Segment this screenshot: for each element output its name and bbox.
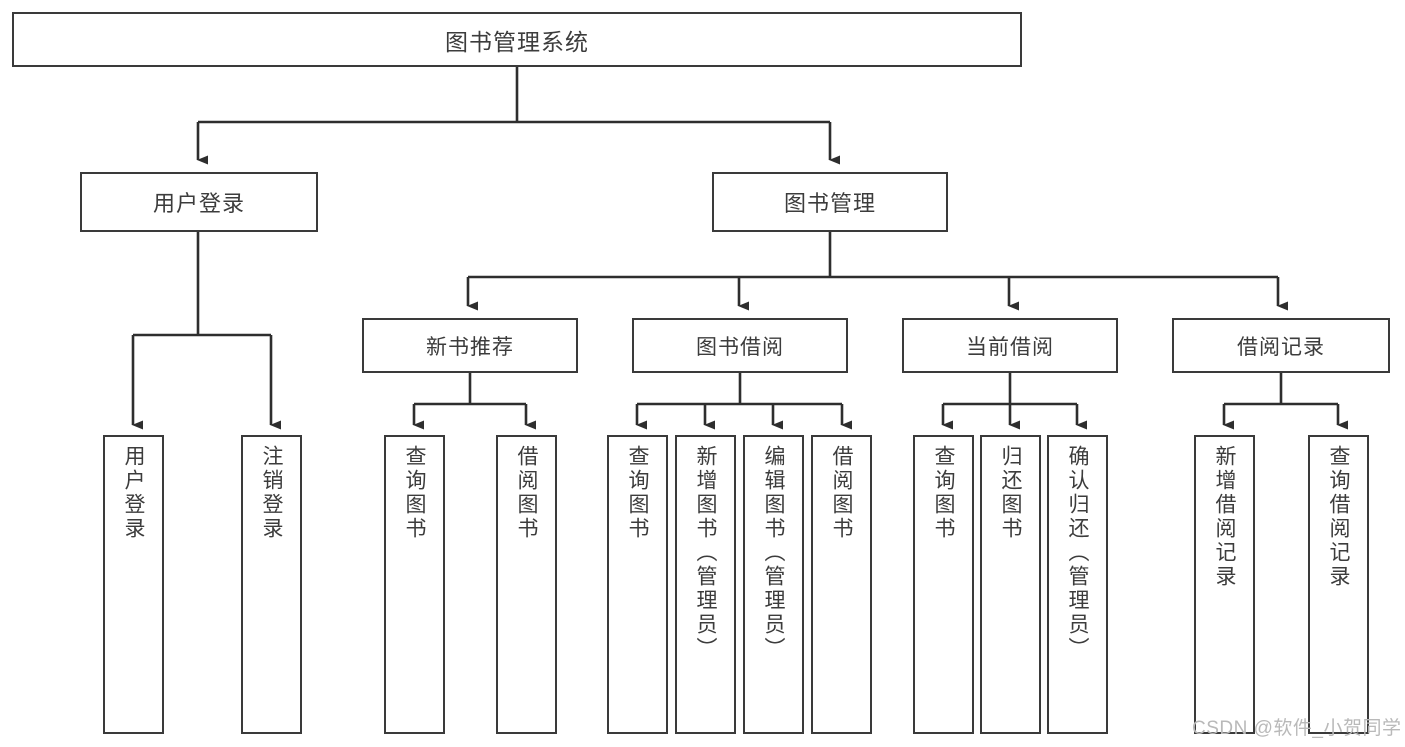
node-book-management[interactable]: 图书管理: [712, 172, 948, 232]
node-current-borrow[interactable]: 当前借阅: [902, 318, 1118, 373]
leaf-current-query-book-label: 查询图书: [932, 445, 955, 541]
leaf-borrow-edit-book-label: 编辑图书（管理员）: [762, 445, 785, 661]
leaf-current-query-book[interactable]: 查询图书: [913, 435, 974, 734]
leaf-current-return-book[interactable]: 归还图书: [980, 435, 1041, 734]
leaf-user-login-logout-label: 注销登录: [260, 445, 283, 541]
node-user-login-label: 用户登录: [152, 191, 245, 216]
leaf-user-login-login-label: 用户登录: [122, 445, 145, 541]
leaf-record-query-record[interactable]: 查询借阅记录: [1308, 435, 1369, 734]
node-user-login[interactable]: 用户登录: [80, 172, 318, 232]
leaf-borrow-borrow-book-label: 借阅图书: [830, 445, 853, 541]
leaf-borrow-borrow-book[interactable]: 借阅图书: [811, 435, 872, 734]
leaf-current-return-book-label: 归还图书: [999, 445, 1022, 541]
leaf-borrow-add-book-label: 新增图书（管理员）: [694, 445, 717, 661]
node-book-borrow-label: 图书借阅: [696, 335, 784, 359]
csdn-watermark: CSDN @软件_小贺同学: [1192, 718, 1402, 739]
node-book-management-label: 图书管理: [783, 191, 876, 216]
leaf-user-login-logout[interactable]: 注销登录: [241, 435, 302, 734]
leaf-current-confirm-return[interactable]: 确认归还（管理员）: [1047, 435, 1108, 734]
node-new-book-recommend-label: 新书推荐: [426, 335, 514, 359]
leaf-user-login-login[interactable]: 用户登录: [103, 435, 164, 734]
node-current-borrow-label: 当前借阅: [966, 335, 1054, 359]
leaf-current-confirm-return-label: 确认归还（管理员）: [1066, 445, 1089, 661]
leaf-recommend-borrow-book-label: 借阅图书: [515, 445, 538, 541]
leaf-record-add-record-label: 新增借阅记录: [1213, 445, 1236, 589]
leaf-recommend-query-book-label: 查询图书: [403, 445, 426, 541]
node-root-label: 图书管理系统: [445, 28, 589, 55]
node-new-book-recommend[interactable]: 新书推荐: [362, 318, 578, 373]
node-borrow-record-label: 借阅记录: [1237, 335, 1325, 359]
leaf-borrow-add-book[interactable]: 新增图书（管理员）: [675, 435, 736, 734]
leaf-recommend-borrow-book[interactable]: 借阅图书: [496, 435, 557, 734]
leaf-recommend-query-book[interactable]: 查询图书: [384, 435, 445, 734]
node-root[interactable]: 图书管理系统: [12, 12, 1022, 67]
node-book-borrow[interactable]: 图书借阅: [632, 318, 848, 373]
leaf-record-query-record-label: 查询借阅记录: [1327, 445, 1350, 589]
leaf-record-add-record[interactable]: 新增借阅记录: [1194, 435, 1255, 734]
leaf-borrow-query-book[interactable]: 查询图书: [607, 435, 668, 734]
node-borrow-record[interactable]: 借阅记录: [1172, 318, 1390, 373]
leaf-borrow-query-book-label: 查询图书: [626, 445, 649, 541]
leaf-borrow-edit-book[interactable]: 编辑图书（管理员）: [743, 435, 804, 734]
